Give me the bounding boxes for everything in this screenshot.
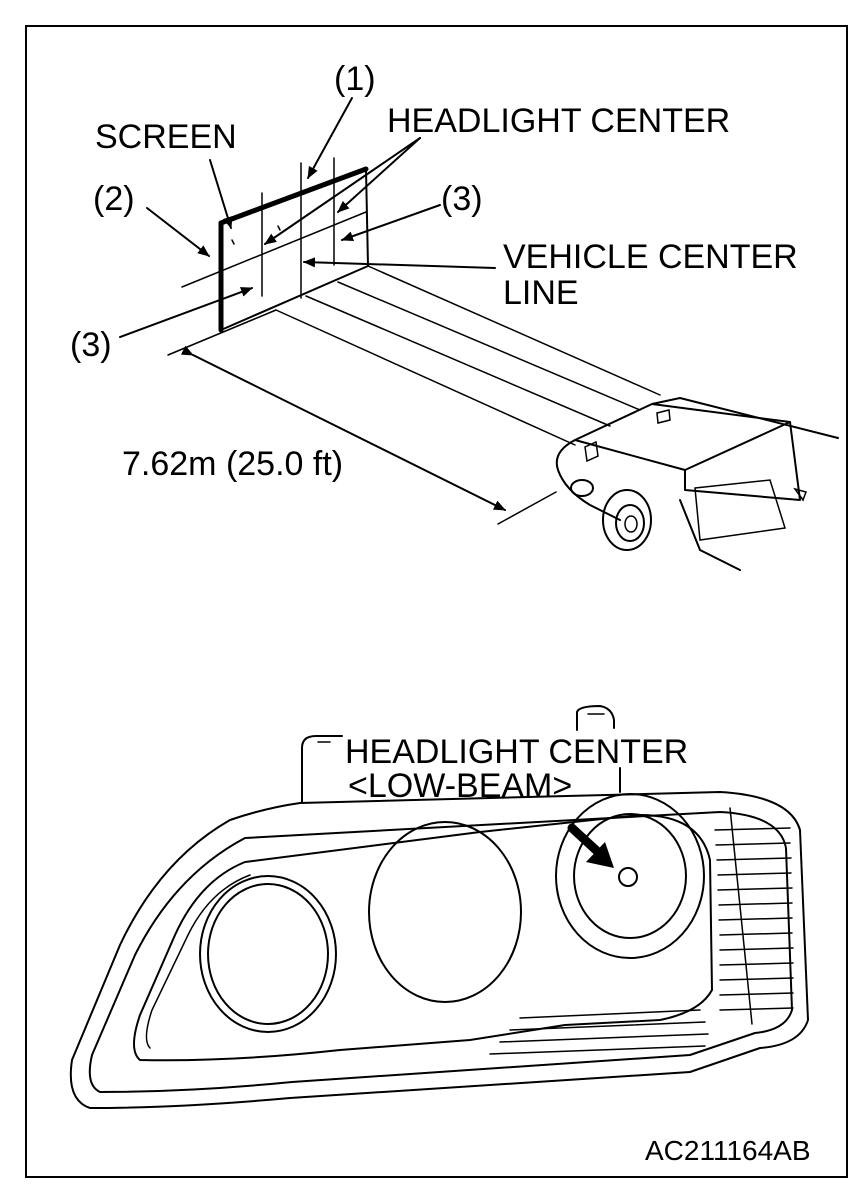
distance-arrow: [180, 345, 506, 511]
vehicle-center-line-label-2: LINE: [503, 274, 579, 312]
figure-frame: [25, 25, 848, 1178]
callout-3-right: (3): [441, 180, 483, 218]
low-beam-center-mark: [618, 867, 638, 887]
callout-3-left: (3): [70, 326, 112, 364]
headlight-center-low-beam-label: HEADLIGHT CENTER: [345, 733, 688, 771]
leader-lines: [119, 97, 496, 338]
low-beam-label: <LOW-BEAM>: [348, 767, 572, 805]
callout-2: (2): [93, 180, 135, 218]
screen-label: SCREEN: [95, 118, 237, 156]
headlamp-assembly-icon: [69, 705, 809, 1109]
headlight-center-label: HEADLIGHT CENTER: [387, 102, 730, 140]
vehicle-center-line-label: VEHICLE CENTER: [503, 238, 798, 276]
car-rear-icon: [555, 397, 839, 571]
callout-1: (1): [334, 60, 376, 98]
figure-code: AC211164AB: [645, 1135, 811, 1166]
arrow-pointer-icon: [567, 823, 614, 868]
distance-label: 7.62m (25.0 ft): [122, 445, 343, 483]
